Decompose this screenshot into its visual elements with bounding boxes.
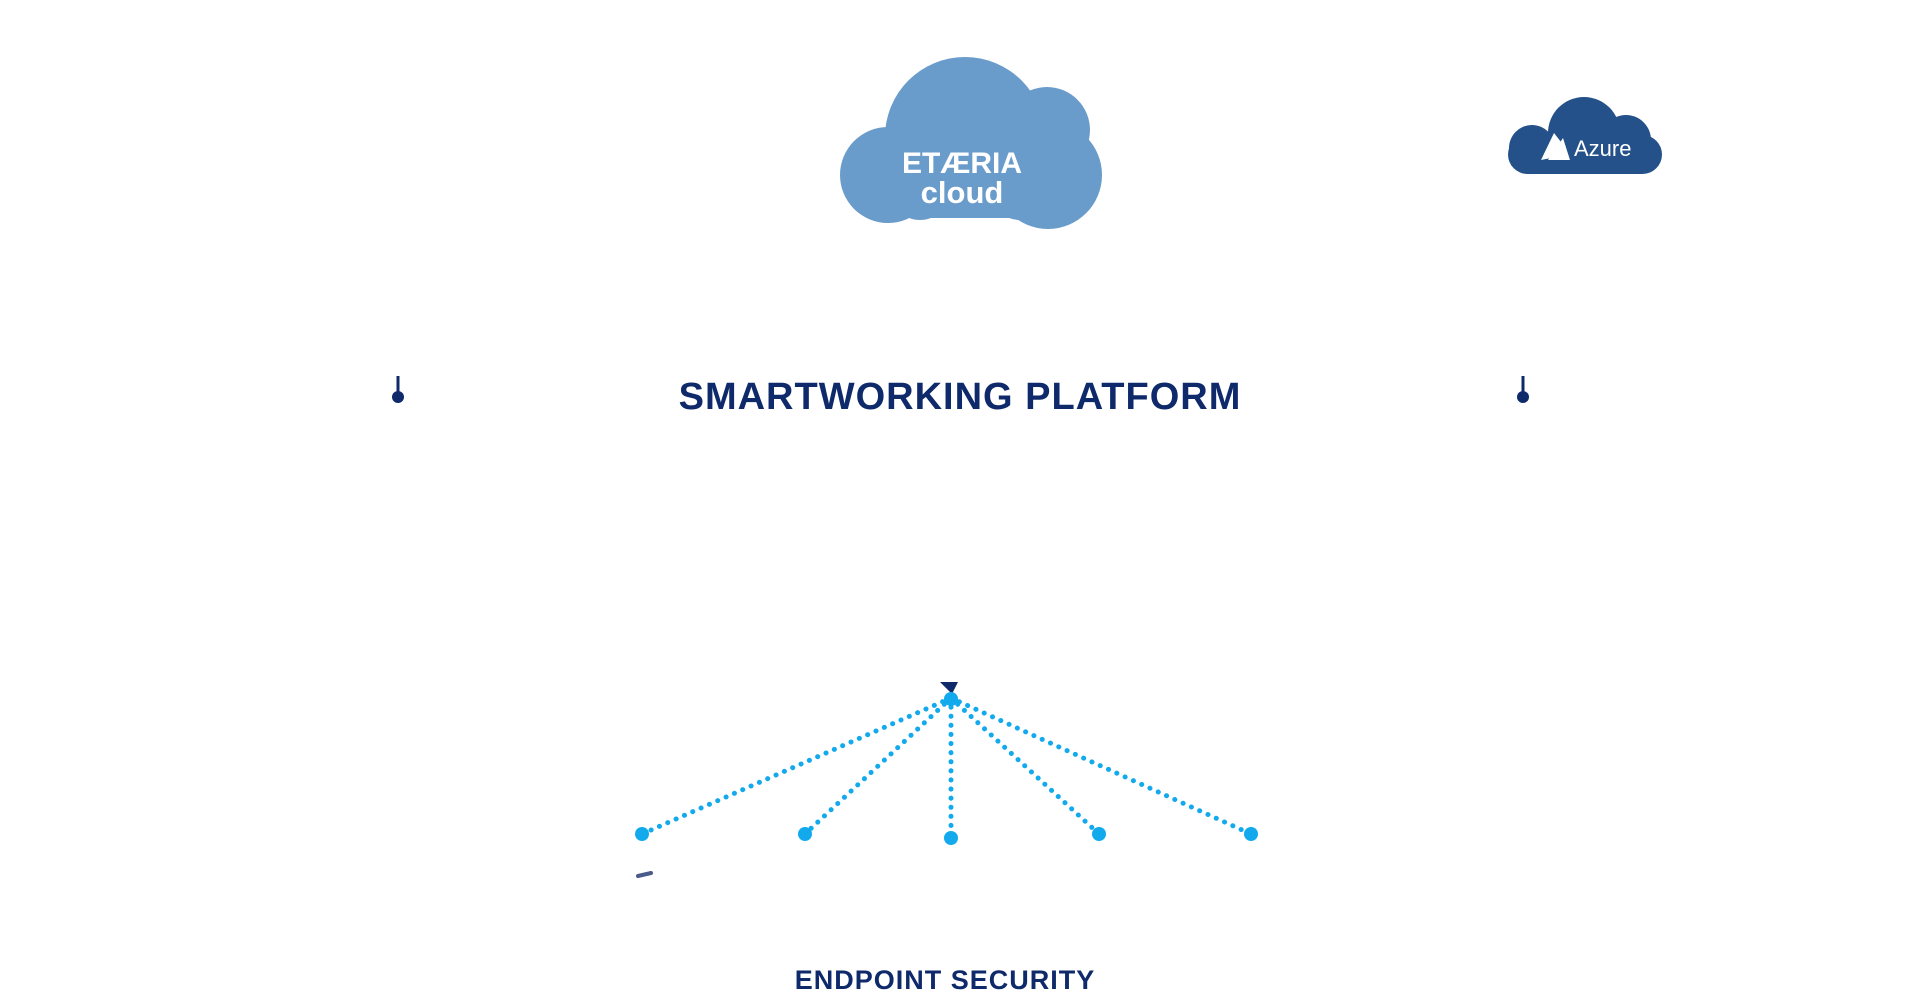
hub-node [944, 692, 958, 706]
azure-logo-icon [1541, 133, 1570, 160]
connector-1 [639, 695, 954, 837]
endpoint-node-1 [635, 827, 649, 841]
etaeria-cloud-shape [840, 57, 1102, 229]
connector-2 [802, 695, 954, 837]
endpoint-node-3 [944, 831, 958, 845]
small-dash-mark [636, 871, 653, 878]
endpoint-connectors [639, 695, 1254, 841]
endpoint-title: ENDPOINT SECURITY [794, 965, 1096, 995]
endpoint-nodes [635, 692, 1258, 845]
endpoint-node-5 [1244, 827, 1258, 841]
platform-title: SMARTWORKING PLATFORM [678, 376, 1242, 418]
etaeria-brand-line2: cloud [921, 175, 1004, 210]
azure-cloud-shape [1508, 97, 1662, 174]
azure-label: Azure [1574, 136, 1631, 161]
etaeria-brand-line1: ETÆRIA [902, 147, 1022, 180]
azure-cloud: Azure [1508, 97, 1662, 174]
right-pin-marker [1517, 376, 1529, 403]
etaeria-cloud: ETÆRIA cloud [840, 57, 1102, 229]
endpoint-node-4 [1092, 827, 1106, 841]
connector-4 [948, 695, 1102, 837]
hub-marker [940, 682, 958, 694]
endpoint-node-2 [798, 827, 812, 841]
left-pin-marker [392, 376, 404, 403]
connector-5 [948, 695, 1254, 837]
